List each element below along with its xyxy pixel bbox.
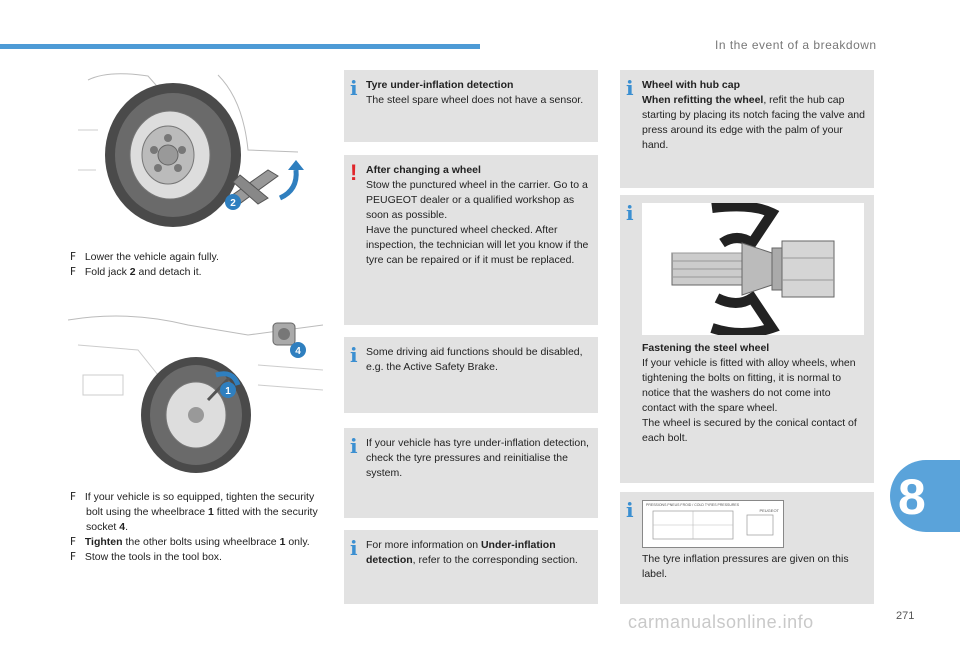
info-icon: i xyxy=(626,76,634,100)
step-item: F If your vehicle is so equipped, tighte… xyxy=(70,491,318,533)
chapter-number: 8 xyxy=(898,469,926,525)
note-more-information: i For more information on Under-inflatio… xyxy=(344,530,598,604)
info-icon: i xyxy=(626,498,634,522)
note-check-pressures: i If your vehicle has tyre under-inflati… xyxy=(344,428,598,518)
info-icon: i xyxy=(350,343,358,367)
wheelbrace-illustration: 1 4 xyxy=(67,305,324,475)
info-icon: i xyxy=(350,76,358,100)
marker-2: 2 xyxy=(230,198,236,209)
section-title: In the event of a breakdown xyxy=(715,38,877,52)
tyre-pressure-label-image: PRESSIONS PNEUS FROID / COLD TYRES PRESS… xyxy=(642,500,784,548)
watermark: carmanualsonline.info xyxy=(628,612,814,632)
warning-icon: ! xyxy=(350,160,358,185)
note-tyre-pressure-label: i PRESSIONS PNEUS FROID / COLD TYRES PRE… xyxy=(620,492,874,604)
note-driving-aids: i Some driving aid functions should be d… xyxy=(344,337,598,413)
steps-lower-vehicle: F Lower the vehicle again fully. F Fold … xyxy=(70,250,320,280)
step-item: F Tighten the other bolts using wheelbra… xyxy=(70,536,310,548)
step-item: F Stow the tools in the tool box. xyxy=(70,551,222,563)
marker-4: 4 xyxy=(295,346,301,357)
marker-1: 1 xyxy=(225,386,231,397)
step-item: F Fold jack 2 and detach it. xyxy=(70,266,202,278)
jack-lowering-illustration: 2 xyxy=(68,70,323,230)
steps-tighten: F If your vehicle is so equipped, tighte… xyxy=(70,490,320,565)
page-number: 271 xyxy=(896,610,915,622)
chapter-tab: 8 xyxy=(890,460,960,532)
bolt-illustration xyxy=(642,201,864,338)
step-item: F Lower the vehicle again fully. xyxy=(70,251,219,263)
info-icon: i xyxy=(626,201,634,225)
header-accent-bar xyxy=(0,44,480,49)
info-icon: i xyxy=(350,434,358,458)
info-icon: i xyxy=(350,536,358,560)
